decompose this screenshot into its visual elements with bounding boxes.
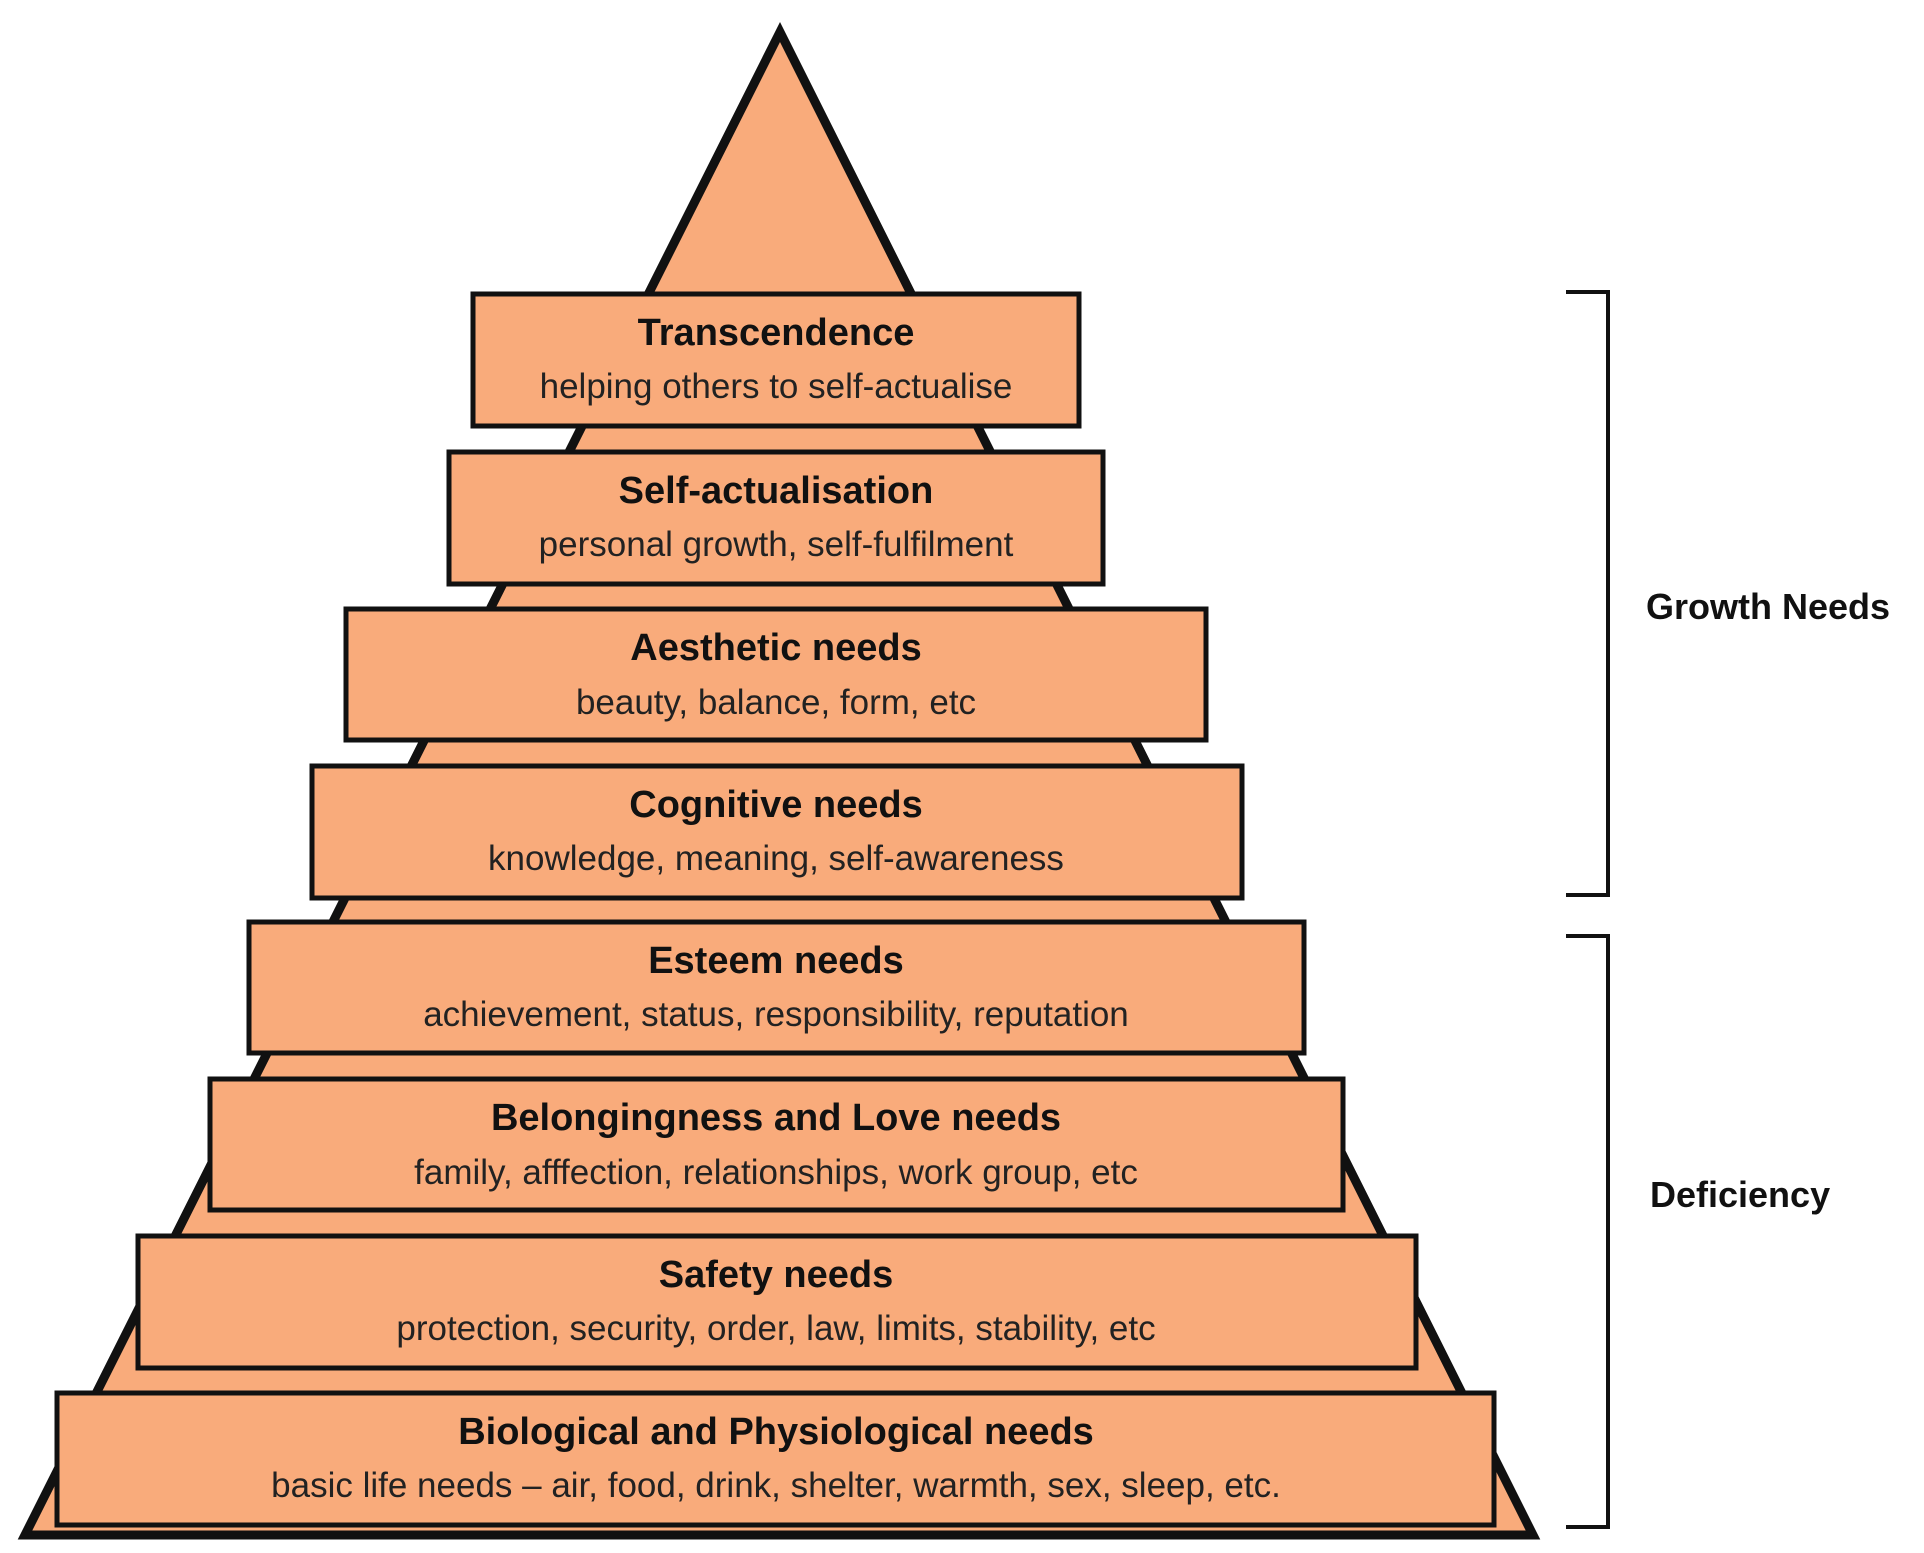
tier-box bbox=[54, 1390, 1497, 1528]
tier-title: Belongingness and Love needs bbox=[491, 1097, 1061, 1139]
deficiency-label: Deficiency bbox=[1650, 1174, 1830, 1215]
tier-box bbox=[246, 919, 1307, 1056]
tier-description: basic life needs – air, food, drink, she… bbox=[271, 1466, 1281, 1505]
tier-title: Safety needs bbox=[659, 1254, 893, 1296]
growth-needs-label: Growth Needs bbox=[1646, 586, 1890, 627]
tier-transcendence: Transcendence helping others to self-act… bbox=[470, 291, 1082, 429]
tier-title: Aesthetic needs bbox=[630, 627, 921, 669]
tier-belongingness-and-love-needs: Belongingness and Love needs family, aff… bbox=[207, 1076, 1346, 1213]
growth-needs-bracket bbox=[1566, 290, 1610, 897]
tier-aesthetic-needs: Aesthetic needs beauty, balance, form, e… bbox=[343, 606, 1209, 743]
tier-biological-and-physiological-needs: Biological and Physiological needs basic… bbox=[54, 1390, 1497, 1528]
tier-title: Self-actualisation bbox=[619, 470, 934, 512]
tier-esteem-needs: Esteem needs achievement, status, respon… bbox=[246, 919, 1307, 1056]
tier-description: helping others to self-actualise bbox=[540, 367, 1013, 406]
tier-description: protection, security, order, law, limits… bbox=[396, 1309, 1155, 1348]
tier-title: Biological and Physiological needs bbox=[458, 1411, 1094, 1453]
tier-description: personal growth, self-fulfilment bbox=[539, 525, 1014, 564]
tier-box bbox=[446, 449, 1106, 587]
tier-box bbox=[343, 606, 1209, 743]
deficiency-bracket bbox=[1566, 934, 1610, 1529]
tier-description: beauty, balance, form, etc bbox=[576, 683, 976, 722]
tier-box bbox=[309, 763, 1245, 901]
tier-box bbox=[135, 1233, 1419, 1371]
tier-description: achievement, status, responsibility, rep… bbox=[423, 995, 1129, 1034]
tier-title: Cognitive needs bbox=[629, 784, 923, 826]
tier-self-actualisation: Self-actualisation personal growth, self… bbox=[446, 449, 1106, 587]
tier-box bbox=[470, 291, 1082, 429]
tier-box bbox=[207, 1076, 1346, 1213]
tier-safety-needs: Safety needs protection, security, order… bbox=[135, 1233, 1419, 1371]
tier-title: Esteem needs bbox=[648, 940, 904, 982]
tier-cognitive-needs: Cognitive needs knowledge, meaning, self… bbox=[309, 763, 1245, 901]
tier-title: Transcendence bbox=[638, 312, 915, 354]
tier-description: knowledge, meaning, self-awareness bbox=[488, 839, 1064, 878]
tier-description: family, afffection, relationships, work … bbox=[414, 1153, 1138, 1192]
